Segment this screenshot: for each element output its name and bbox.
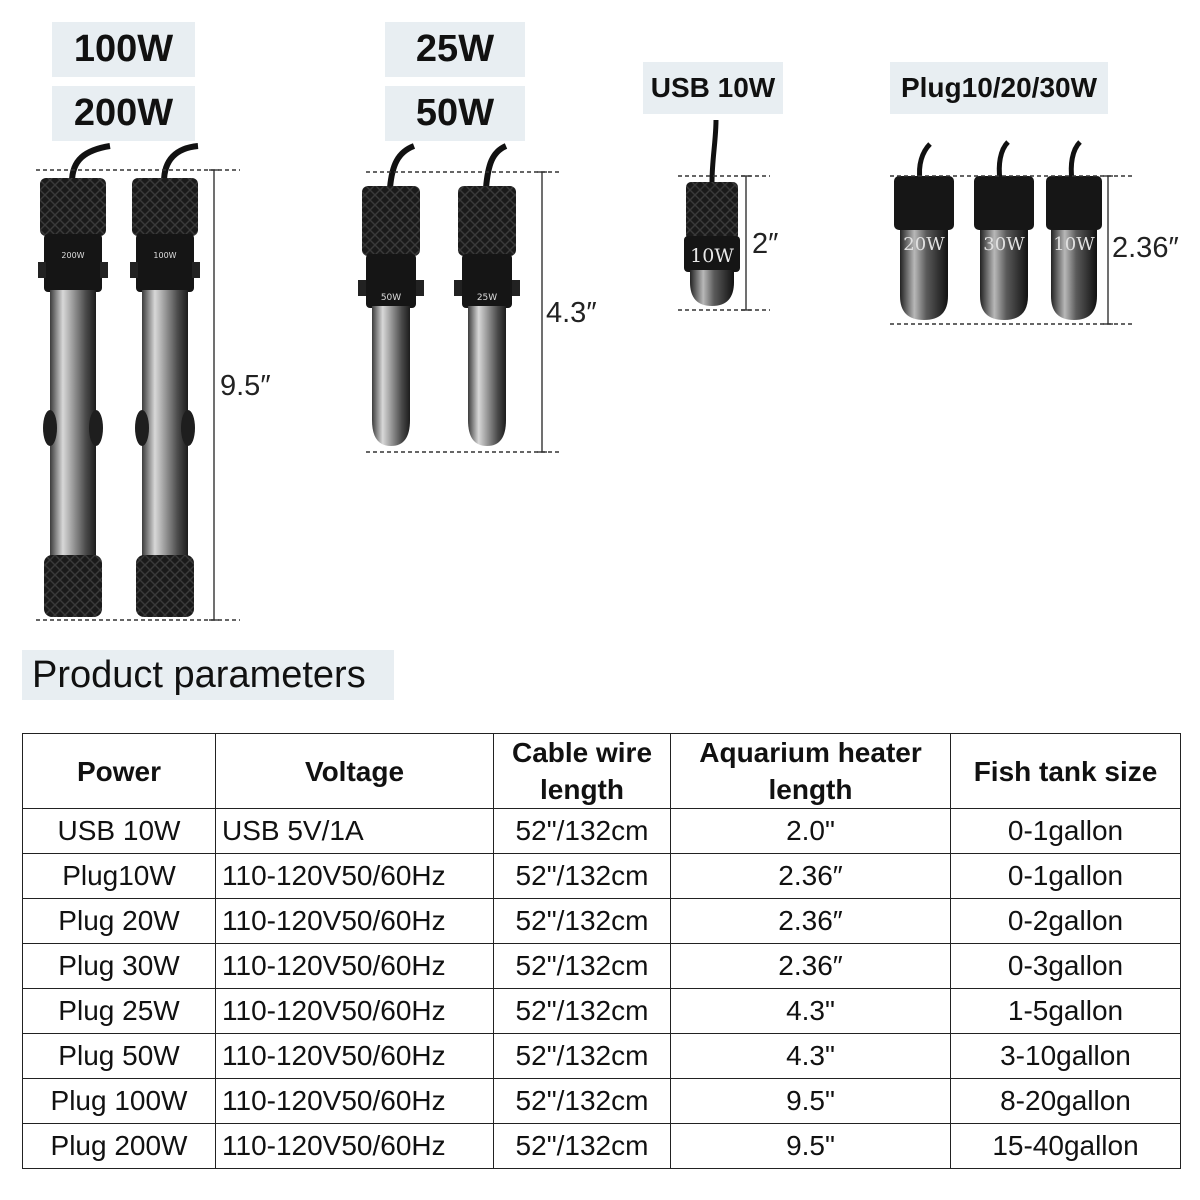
header-power: Power: [22, 733, 216, 809]
model-label-plug-10-20-30w: Plug10/20/30W: [890, 62, 1108, 114]
cell-cable-length: 52"/132cm: [493, 988, 671, 1034]
heater-illustration: 200W 100W 50W 25W: [36, 119, 1132, 621]
heater-50w: [358, 143, 424, 446]
cell-heater-length: 2.36″: [670, 898, 951, 944]
model-label-50w: 50W: [385, 86, 525, 141]
dimension-label-4-3: 4.3″: [546, 297, 597, 329]
cell-cable-length: 52"/132cm: [493, 1033, 671, 1079]
cell-voltage: 110-120V50/60Hz: [215, 943, 494, 989]
header-voltage: Voltage: [215, 733, 494, 809]
heater-plug-10w: [1046, 140, 1102, 320]
product-parameters-table: Power Voltage Cable wire length Aquarium…: [22, 733, 1181, 1169]
cell-voltage: USB 5V/1A: [215, 808, 494, 854]
model-label-200w: 200W: [52, 86, 195, 141]
dimension-line-2: [678, 175, 770, 311]
dimension-label-9-5: 9.5″: [220, 370, 271, 402]
heater-plug-30w-mark: 30W: [983, 234, 1025, 255]
cell-tank-size: 0-2gallon: [950, 898, 1181, 944]
dimension-line-4-3: [366, 171, 562, 453]
cell-heater-length: 4.3": [670, 988, 951, 1034]
cell-heater-length: 2.36″: [670, 853, 951, 899]
heater-25w: [454, 143, 520, 446]
heater-plug-30w: [974, 140, 1034, 320]
cell-voltage: 110-120V50/60Hz: [215, 853, 494, 899]
cell-heater-length: 4.3": [670, 1033, 951, 1079]
cell-power: Plug 20W: [22, 898, 216, 944]
cell-heater-length: 2.0": [670, 808, 951, 854]
cell-heater-length: 9.5": [670, 1078, 951, 1124]
dimension-label-2-36: 2.36″: [1112, 232, 1179, 264]
cell-cable-length: 52"/132cm: [493, 1078, 671, 1124]
dimension-label-2: 2″: [752, 228, 779, 260]
table-header-row: Power Voltage Cable wire length Aquarium…: [22, 733, 1181, 809]
cell-power: Plug10W: [22, 853, 216, 899]
header-cable-length: Cable wire length: [493, 733, 671, 809]
cell-cable-length: 52"/132cm: [493, 853, 671, 899]
heater-usb-10w-mark: 10W: [690, 245, 734, 267]
cell-power: Plug 50W: [22, 1033, 216, 1079]
model-label-usb-10w: USB 10W: [643, 62, 783, 114]
cell-tank-size: 0-1gallon: [950, 853, 1181, 899]
cell-cable-length: 52"/132cm: [493, 1123, 671, 1169]
cell-heater-length: 2.36″: [670, 943, 951, 989]
cell-power: Plug 200W: [22, 1123, 216, 1169]
cell-power: USB 10W: [22, 808, 216, 854]
model-label-25w: 25W: [385, 22, 525, 77]
cell-cable-length: 52"/132cm: [493, 943, 671, 989]
cell-tank-size: 8-20gallon: [950, 1078, 1181, 1124]
heater-25w-mark: 25W: [477, 293, 497, 303]
cell-tank-size: 0-1gallon: [950, 808, 1181, 854]
heater-plug-20w-mark: 20W: [903, 234, 945, 255]
heater-plug-10w-mark: 10W: [1053, 234, 1095, 255]
cell-voltage: 110-120V50/60Hz: [215, 1033, 494, 1079]
heater-usb-10w: [684, 119, 740, 306]
cell-voltage: 110-120V50/60Hz: [215, 898, 494, 944]
model-label-100w: 100W: [52, 22, 195, 77]
heater-200w: [38, 143, 111, 617]
cell-voltage: 110-120V50/60Hz: [215, 988, 494, 1034]
cell-heater-length: 9.5": [670, 1123, 951, 1169]
cell-power: Plug 100W: [22, 1078, 216, 1124]
heater-plug-20w: [894, 142, 954, 320]
cell-tank-size: 3-10gallon: [950, 1033, 1181, 1079]
cell-tank-size: 15-40gallon: [950, 1123, 1181, 1169]
cell-tank-size: 0-3gallon: [950, 943, 1181, 989]
cell-cable-length: 52"/132cm: [493, 898, 671, 944]
cell-power: Plug 25W: [22, 988, 216, 1034]
heater-50w-mark: 50W: [381, 293, 401, 303]
cell-voltage: 110-120V50/60Hz: [215, 1123, 494, 1169]
cell-cable-length: 52"/132cm: [493, 808, 671, 854]
cell-voltage: 110-120V50/60Hz: [215, 1078, 494, 1124]
heater-100w: [130, 143, 200, 617]
section-title: Product parameters: [22, 650, 394, 700]
heater-200w-mark: 200W: [61, 251, 84, 260]
cell-power: Plug 30W: [22, 943, 216, 989]
header-tank-size: Fish tank size: [950, 733, 1181, 809]
heater-100w-mark: 100W: [153, 251, 176, 260]
header-heater-length: Aquarium heater length: [670, 733, 951, 809]
cell-tank-size: 1-5gallon: [950, 988, 1181, 1034]
dimension-line-2-36: [890, 175, 1132, 325]
dimension-line-9-5: [36, 169, 240, 621]
